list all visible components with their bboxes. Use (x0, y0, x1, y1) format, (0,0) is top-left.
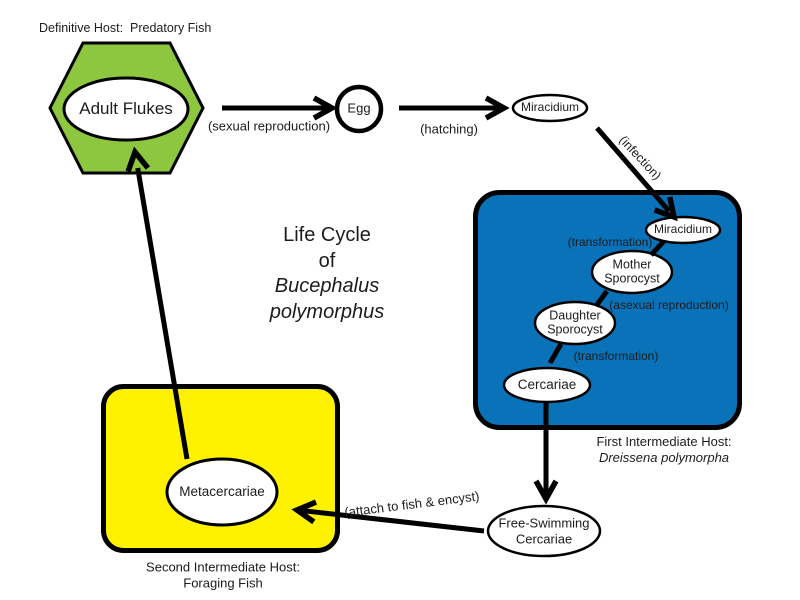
free-swimming-line2: Cercariae (515, 531, 573, 546)
title-line4: polymorphus (269, 300, 385, 323)
daughter-sporocyst-label: Daughter Sporocyst (547, 309, 603, 338)
arrow-head (484, 95, 510, 121)
definitive-host-label: Definitive Host: Predatory Fish (39, 20, 212, 35)
arrow-head (291, 499, 318, 525)
arrow-head (533, 479, 559, 505)
arrow-cercariae-to-free-swimming (533, 402, 559, 505)
arrow-attach-to-fish (291, 499, 485, 534)
first-intermediate-host-label: First Intermediate Host: Dreissena polym… (596, 434, 731, 466)
daughter-sporocyst-ellipse (533, 300, 617, 346)
connector-daughter-cercariae (547, 342, 564, 365)
sexual-reproduction-label: (sexual reproduction) (207, 118, 331, 134)
mother-sporocyst-line1: Mother (612, 257, 652, 272)
arrow-metacercariae-to-adult-flukes (125, 146, 190, 460)
arrow-line (595, 126, 671, 213)
arrow-head (125, 146, 151, 173)
adult-flukes-label: Adult Flukes (79, 99, 173, 119)
daughter-sporocyst-line2: Sporocyst (547, 323, 603, 337)
arrow-infection (595, 126, 678, 222)
title-line2: of (318, 249, 336, 272)
cercariae-label: Cercariae (517, 377, 577, 393)
arrow-adult-flukes-to-egg (222, 95, 338, 121)
adult-flukes-ellipse (62, 76, 190, 142)
second-intermediate-host-line1: Second Intermediate Host: (146, 559, 300, 575)
free-swimming-cercariae-label: Free-Swimming Cercariae (498, 516, 589, 547)
mother-sporocyst-label: Mother Sporocyst (604, 258, 660, 287)
arrow-line (302, 508, 485, 534)
arrow-head (653, 196, 678, 222)
egg-circle (334, 84, 384, 134)
egg-label: Egg (347, 100, 371, 116)
second-intermediate-host-label: Second Intermediate Host: Foraging Fish (146, 560, 300, 591)
arrow-head (312, 95, 338, 121)
miracidium-free-label: Miracidium (520, 100, 580, 115)
title-line1: Life Cycle (283, 224, 371, 246)
asexual-reproduction-label: (asexual reproduction) (609, 298, 729, 313)
transformation-2-label: (transformation) (573, 349, 659, 364)
first-intermediate-host-line1: First Intermediate Host: (596, 434, 732, 449)
first-intermediate-host-line2: Dreissena polymorpha (598, 450, 730, 465)
diagram-title: Life Cycle of Bucephalus polymorphus (270, 223, 385, 325)
miracidium-host-label: Miracidium (653, 222, 713, 237)
connector-mother-daughter (593, 289, 610, 308)
hatching-label: (hatching) (420, 121, 478, 137)
second-intermediate-host-line2: Foraging Fish (183, 575, 263, 590)
free-swimming-cercariae-ellipse (486, 504, 602, 558)
metacercariae-label: Metacercariae (179, 484, 265, 500)
daughter-sporocyst-line1: Daughter (549, 308, 601, 323)
free-swimming-line1: Free-Swimming (498, 515, 590, 531)
arrow-line (135, 167, 190, 460)
mother-sporocyst-line2: Sporocyst (604, 272, 660, 286)
connector-miracidium-mother (649, 239, 666, 257)
miracidium-free-ellipse (511, 93, 589, 123)
title-line3: Bucephalus (274, 275, 380, 297)
arrow-egg-to-miracidium (399, 95, 510, 121)
transformation-1-label: (transformation) (567, 235, 653, 250)
metacercariae-ellipse (165, 457, 279, 527)
mother-sporocyst-ellipse (590, 249, 674, 295)
miracidium-host-ellipse (644, 215, 722, 245)
